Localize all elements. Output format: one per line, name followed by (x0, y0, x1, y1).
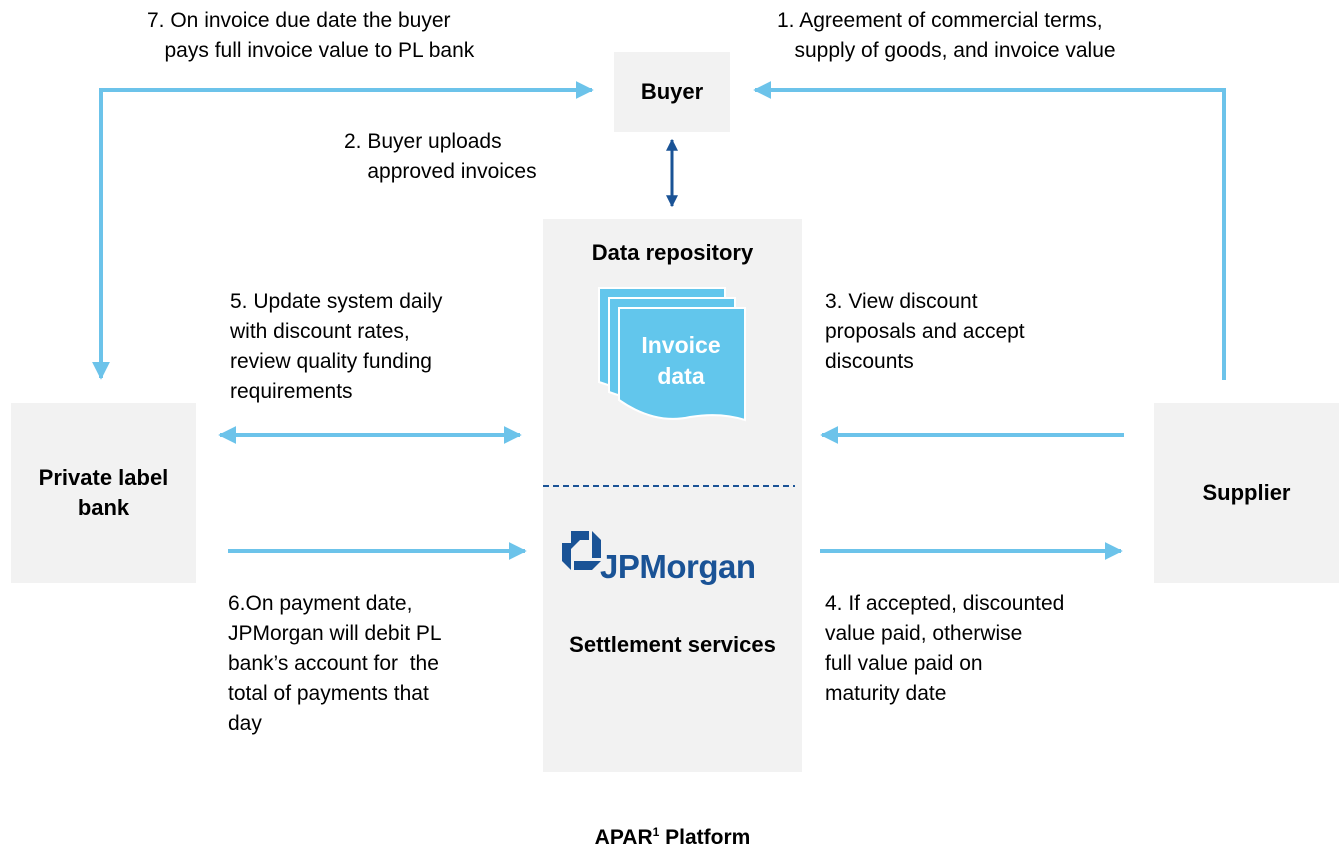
supplier-label: Supplier (1202, 480, 1291, 505)
step7-label: 7. On invoice due date the buyer pays fu… (147, 9, 475, 62)
buyer-box: Buyer (614, 52, 730, 132)
step5-label: 5. Update system daily with discount rat… (230, 290, 443, 403)
private-label-bank-box: Private label bank (11, 403, 196, 583)
jpmorgan-logo-text: JPMorgan (600, 548, 756, 585)
step4-label: 4. If accepted, discounted value paid, o… (825, 592, 1065, 705)
jpmorgan-octagon-icon (562, 531, 601, 570)
arrow-step1-supplier-to-buyer (753, 81, 1226, 380)
platform-suffix: Platform (659, 826, 751, 849)
settlement-services-title: Settlement services (569, 632, 776, 657)
platform-footnote-marker: 1 (652, 825, 660, 839)
invoice-data-document-icon (598, 287, 746, 422)
step2-label: 2. Buyer uploads approved invoices (344, 130, 537, 183)
arrow-step7-pl-bank-to-buyer (92, 81, 594, 380)
supplier-box: Supplier (1154, 403, 1339, 583)
platform-name: APAR (594, 826, 653, 849)
data-repository-title: Data repository (591, 240, 754, 265)
buyer-label: Buyer (640, 79, 704, 104)
step1-label: 1. Agreement of commercial terms, supply… (777, 9, 1116, 62)
step3-label: 3. View discount proposals and accept di… (825, 290, 1025, 373)
supply-chain-finance-diagram: Buyer Private label bank Supplier Data r… (11, 9, 1339, 849)
step6-label: 6.On payment date, JPMorgan will debit P… (228, 592, 442, 735)
invoice-data-label: Invoice data (641, 332, 721, 389)
apar-platform-title: APAR1 Platform (543, 787, 802, 853)
private-label-bank-label: Private label bank (38, 465, 169, 520)
flow-arrows (92, 81, 1226, 772)
